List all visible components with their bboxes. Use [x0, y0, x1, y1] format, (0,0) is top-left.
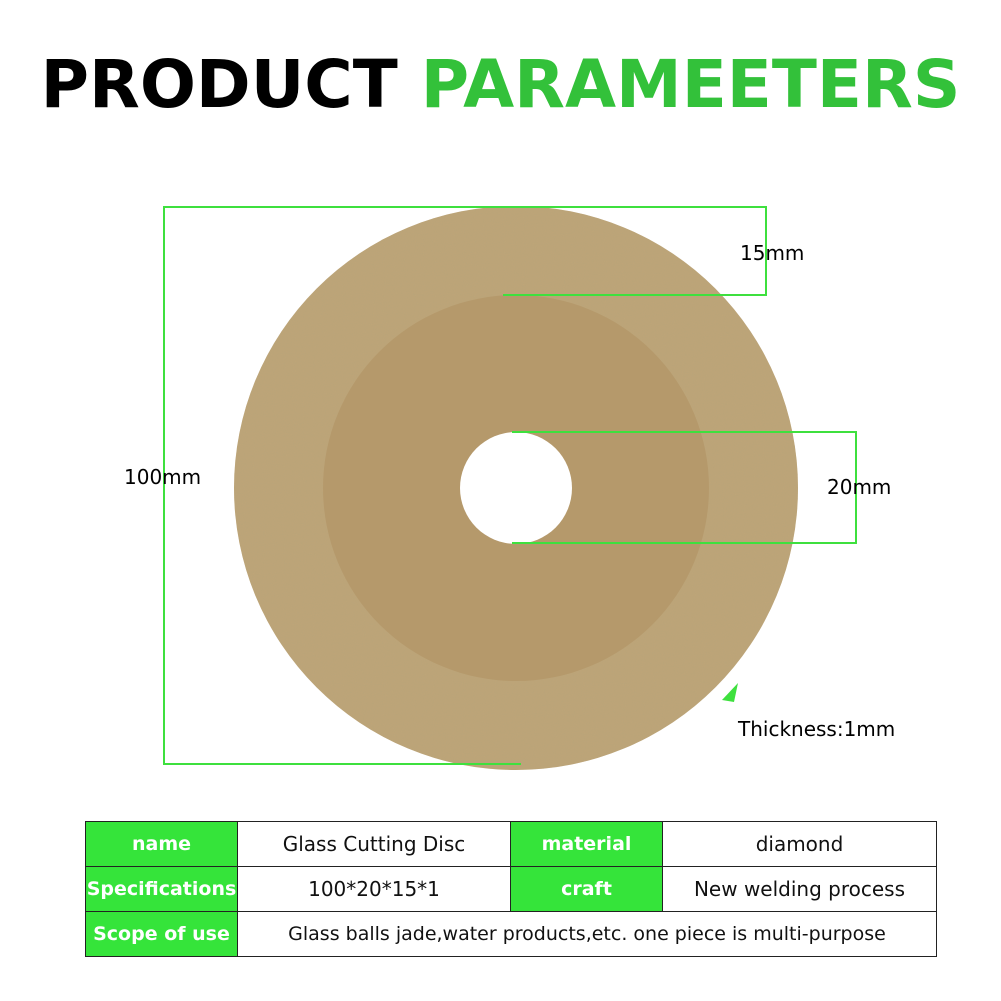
value-craft: New welding process	[662, 866, 937, 912]
title-word-parameters: PARAMEETERS	[420, 46, 961, 123]
outer-diameter-label: 100mm	[124, 465, 202, 489]
key-name: name	[85, 821, 238, 867]
parameters-table: name Glass Cutting Disc material diamond…	[85, 821, 937, 957]
thickness-arrow-icon	[722, 683, 738, 702]
page-title: PRODUCT PARAMEETERS	[0, 52, 1001, 118]
table-row: name Glass Cutting Disc material diamond	[85, 821, 937, 867]
thickness-label: Thickness:1mm	[738, 717, 896, 741]
rim-width-label: 15mm	[740, 241, 805, 265]
key-craft: craft	[510, 866, 663, 912]
key-scope-of-use: Scope of use	[85, 911, 238, 957]
value-name: Glass Cutting Disc	[237, 821, 511, 867]
value-scope-of-use: Glass balls jade,water products,etc. one…	[237, 911, 937, 957]
value-material: diamond	[662, 821, 937, 867]
table-row: Specifications 100*20*15*1 craft New wel…	[85, 866, 937, 912]
outer-diameter-bracket	[163, 206, 521, 765]
bore-label: 20mm	[827, 475, 892, 499]
title-word-product: PRODUCT	[40, 46, 398, 123]
key-specifications: Specifications	[85, 866, 238, 912]
table-row: Scope of use Glass balls jade,water prod…	[85, 911, 937, 957]
rim-width-bracket	[503, 206, 767, 296]
value-specifications: 100*20*15*1	[237, 866, 511, 912]
bore-bracket	[512, 431, 857, 544]
disc-bore	[460, 432, 572, 544]
key-material: material	[510, 821, 663, 867]
